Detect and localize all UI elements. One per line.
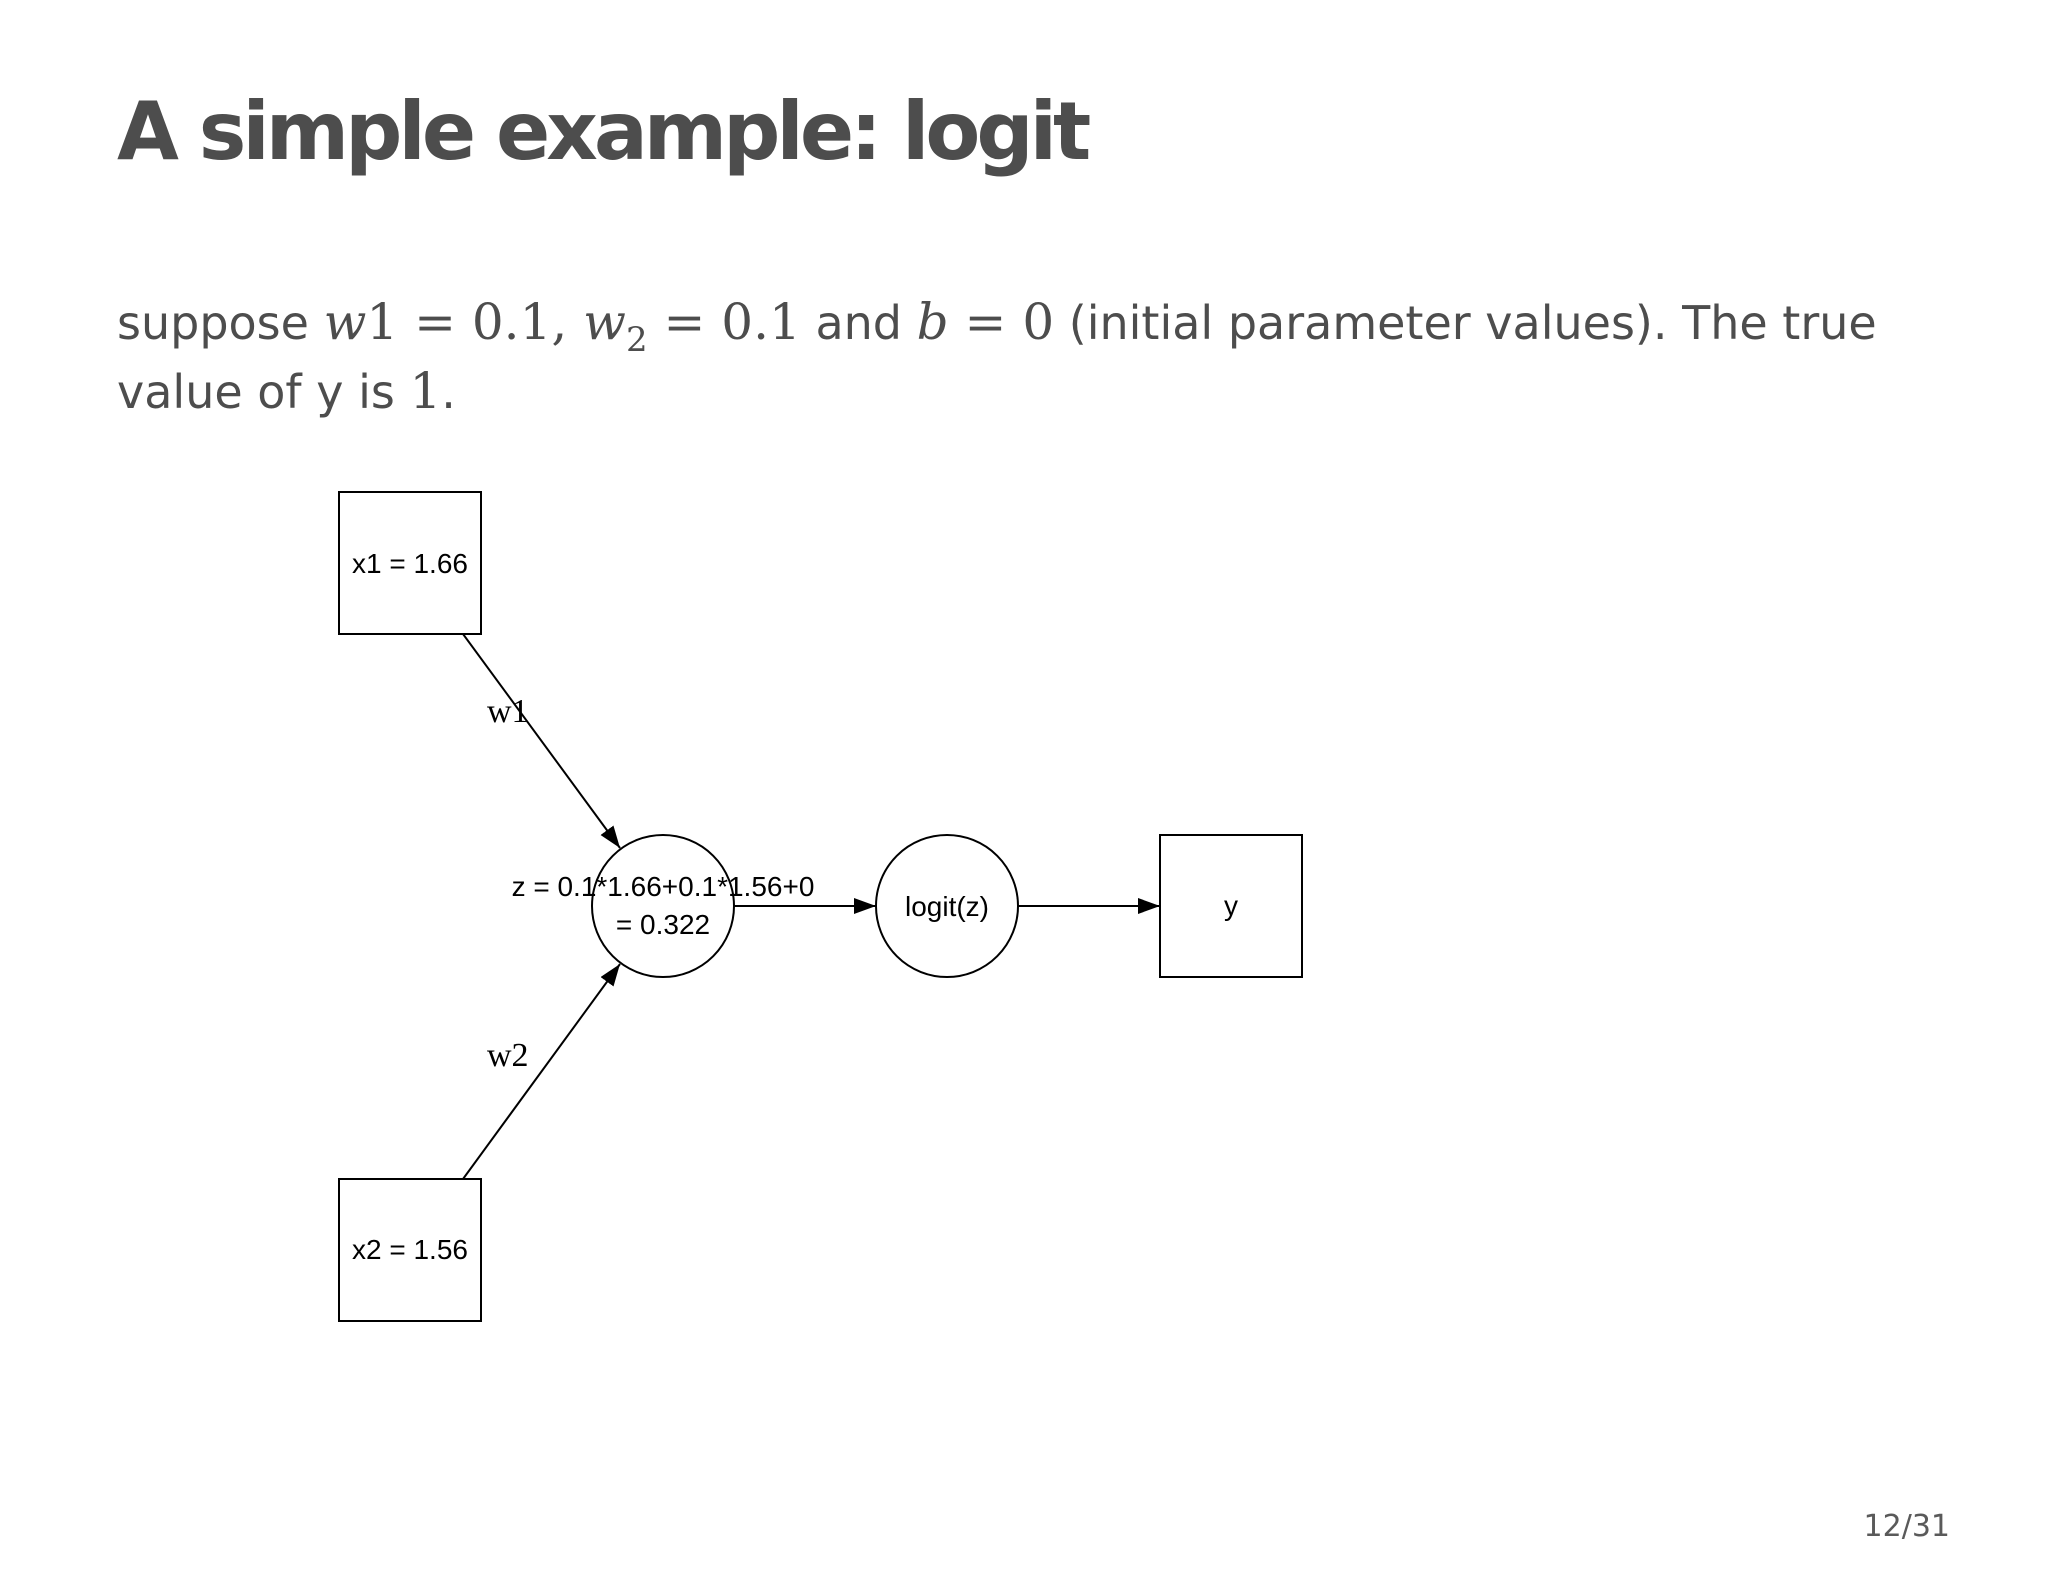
math-b-value: = 0 [948,293,1055,351]
node-logit-label: logit(z) [905,891,989,922]
text-initial-values: (initial parameter values). The true val… [117,296,1877,419]
math-w1: w1 = 0.1, w2 = 0.1 [323,293,801,357]
math-w2-var: w [583,293,626,351]
node-x1-label: x1 = 1.66 [352,548,468,579]
text-and: and [800,296,917,350]
node-x1 [338,491,482,635]
math-y-value: 1 [409,362,442,420]
edge-label-w1: w1 [487,693,529,730]
math-w1-value: 1 = 0.1, [366,293,584,351]
node-x2-label: x2 = 1.56 [352,1234,468,1265]
math-w1-var: w [323,293,367,351]
math-b-var: b [916,293,949,351]
node-y-label: y [1224,890,1238,921]
math-w2-value: = 0.1 [647,293,801,351]
node-x2 [338,1178,482,1322]
node-z [591,834,735,978]
node-z-label-line1: z = 0.1*1.66+0.1*1.56+0 [512,871,815,902]
slide-title: A simple example: logit [117,85,1091,178]
node-z-label-line2: = 0.322 [616,909,710,940]
text-suppose: suppose [117,296,324,350]
edge-x2-to-z [462,963,621,1180]
node-logit [875,834,1019,978]
math-w2-subscript: 2 [625,320,648,360]
slide-text: suppose w1 = 0.1, w2 = 0.1 and b = 0 (in… [117,288,1977,426]
edge-label-w2: w2 [487,1037,529,1074]
math-b: b = 0 [917,293,1055,351]
node-y [1159,834,1303,978]
text-period: . [441,365,456,419]
edge-x1-to-z [462,633,621,849]
page-number: 12/31 [1863,1509,1950,1544]
